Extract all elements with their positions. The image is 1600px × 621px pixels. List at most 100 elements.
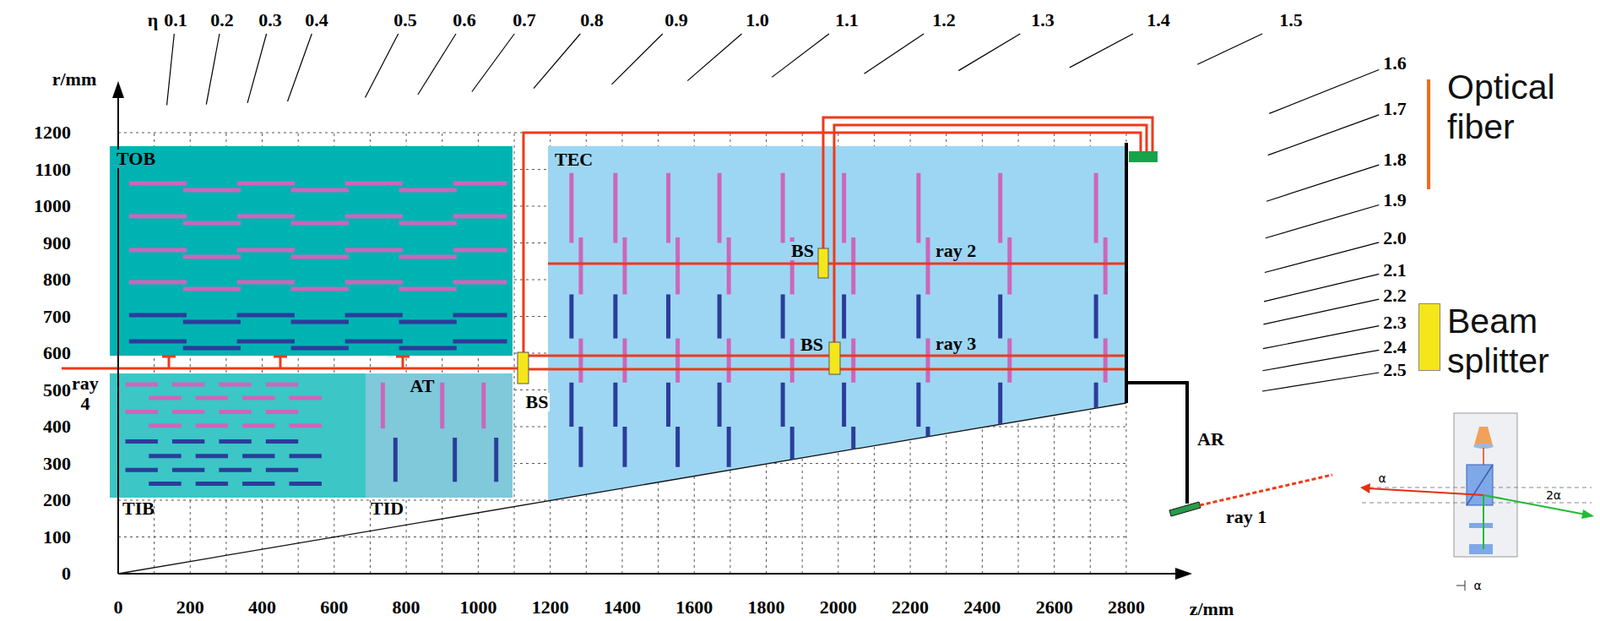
region-name: TIB: [120, 498, 157, 518]
optical-fiber: [547, 262, 1127, 266]
eta-line: [167, 33, 175, 106]
eta-line: [958, 33, 1020, 71]
tib-module: [242, 453, 275, 458]
inset-plate: [1469, 522, 1493, 528]
tick-label: 1100: [34, 160, 71, 179]
tec-module: [841, 382, 847, 427]
eta-line: [1069, 33, 1134, 68]
tib-module: [172, 381, 205, 386]
eta-value: 1.6: [1383, 54, 1407, 73]
inset-arrow: [1581, 509, 1595, 519]
tob-module: [399, 345, 457, 350]
beam-splitter: [517, 352, 529, 384]
optical-fiber: [834, 124, 1147, 342]
tob-module: [399, 221, 457, 226]
tib-module: [148, 481, 181, 486]
tob-module: [129, 279, 187, 284]
optical-fiber: [273, 356, 288, 369]
inset-cube-diagonal: [1466, 464, 1493, 505]
tick-label: 100: [43, 527, 71, 547]
tob-module: [399, 254, 457, 260]
tib-module: [172, 409, 205, 414]
tob-module: [183, 221, 241, 226]
tib-module: [218, 409, 251, 414]
tib-module: [148, 453, 181, 458]
tid-module: [393, 437, 398, 482]
grid-line: [118, 499, 1127, 501]
beam-splitter: [829, 341, 841, 375]
eta-line: [533, 33, 581, 89]
tec-module: [997, 293, 1003, 338]
tob-module: [291, 187, 349, 192]
inset-ray: [1483, 494, 1586, 515]
tick-label: 1800: [748, 597, 786, 617]
tec-module: [578, 426, 583, 467]
tib-module: [242, 395, 275, 401]
tob-module: [183, 286, 241, 291]
part-label: ray 4: [66, 373, 104, 414]
tob-module: [399, 187, 457, 192]
eta-line: [417, 33, 456, 95]
tick-label: 600: [320, 597, 348, 617]
tid-module: [493, 437, 499, 482]
legend-text: Optical fiber: [1447, 67, 1595, 147]
tec-module: [781, 173, 786, 244]
tec-module: [851, 237, 856, 294]
tib-module: [289, 423, 322, 428]
tib-module: [265, 381, 299, 386]
tick-label: 2800: [1107, 597, 1145, 617]
eta-line: [1263, 273, 1379, 301]
eta-boundary-line: [118, 402, 1127, 574]
tob-module: [453, 180, 508, 185]
tob-module: [453, 248, 508, 253]
tid-module: [439, 382, 445, 429]
tick-label: 200: [43, 490, 71, 510]
optical-fiber: [395, 356, 410, 369]
optical-fiber: [528, 354, 1127, 358]
tob-module: [237, 214, 295, 219]
detector-region: TIB: [109, 373, 366, 498]
eta-line: [863, 33, 924, 74]
tob-module: [237, 248, 295, 253]
tick-label: 400: [43, 417, 71, 436]
tib-module: [218, 467, 251, 472]
eta-value: 1.8: [1383, 150, 1407, 169]
tob-module: [291, 286, 349, 291]
tob-module: [183, 187, 241, 192]
eta-line: [687, 33, 742, 82]
tob-module: [291, 221, 349, 226]
inset-laser: [1474, 426, 1493, 445]
eta-line: [287, 33, 313, 102]
tib-module: [195, 395, 228, 401]
tib-module: [148, 395, 181, 401]
tec-module: [578, 338, 583, 383]
eta-line: [1266, 164, 1379, 201]
tec-module: [925, 338, 930, 383]
tob-module: [129, 248, 187, 253]
part-label: AT: [408, 376, 437, 396]
tec-module: [622, 338, 627, 383]
tid-module: [452, 437, 457, 482]
tec-module: [622, 237, 627, 294]
tick-label: 200: [176, 597, 205, 617]
legend-line: [1426, 79, 1431, 190]
tib-module: [125, 439, 158, 444]
tick-label: 700: [43, 307, 71, 326]
eta-value: 2.4: [1383, 337, 1407, 357]
tec-module: [666, 173, 671, 244]
laser-ray: [1199, 474, 1333, 505]
tid-module: [380, 382, 386, 429]
modules: [125, 173, 1107, 484]
eta-line: [206, 33, 220, 105]
tob-module: [345, 313, 403, 318]
tob-module: [237, 313, 295, 318]
inset-box: [1453, 412, 1518, 557]
tib-module: [289, 481, 322, 486]
tid-module: [481, 382, 486, 429]
tec-module: [841, 173, 847, 244]
tec-module: [612, 382, 618, 427]
tec-module: [781, 382, 786, 427]
eta-line: [1263, 298, 1379, 325]
tec-module: [1103, 338, 1108, 383]
tick-label: 600: [43, 343, 71, 363]
